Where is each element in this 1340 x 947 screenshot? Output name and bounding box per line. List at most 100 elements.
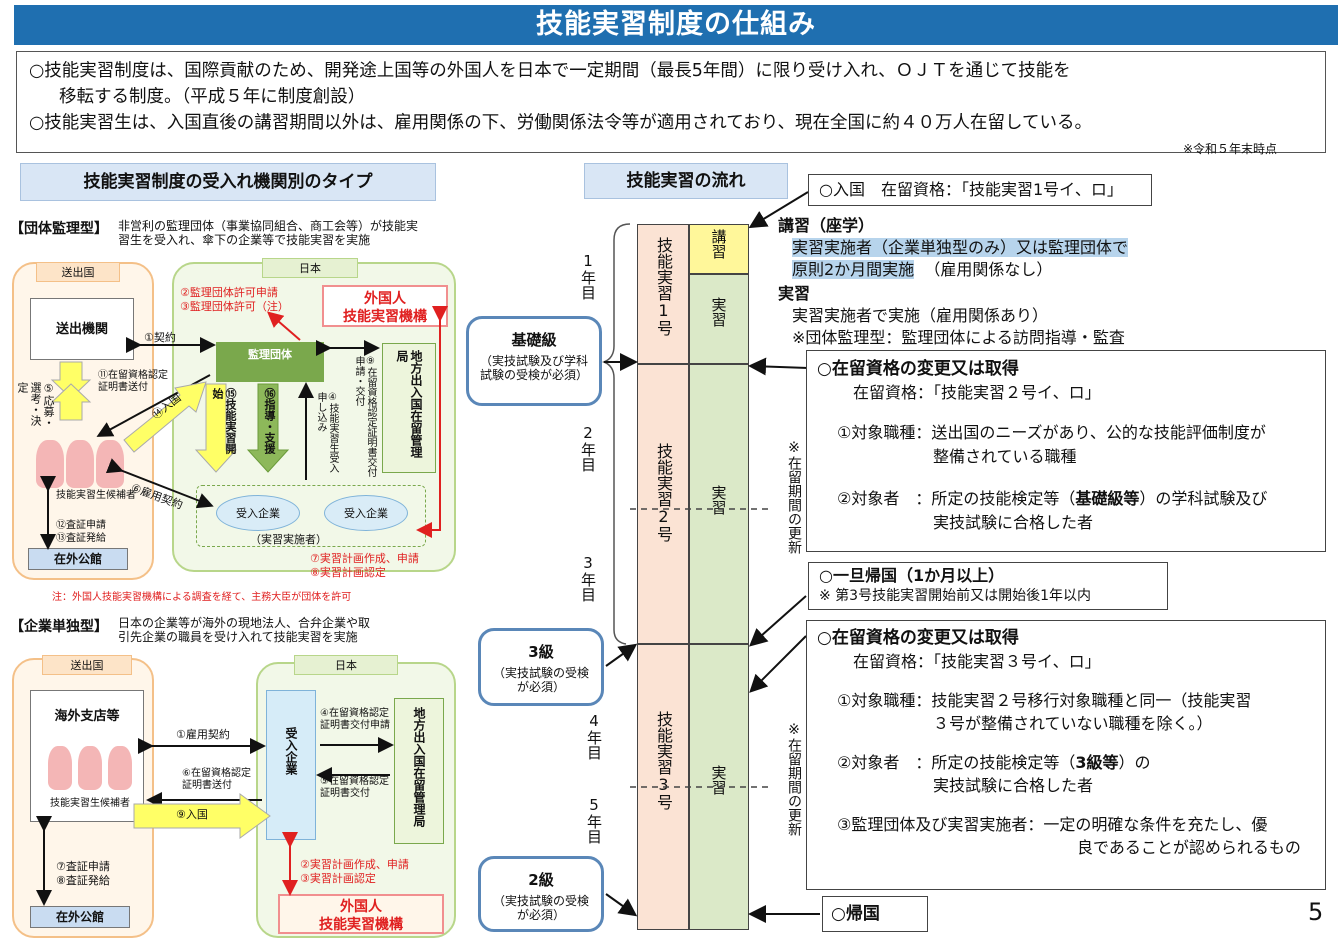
practice-line-1: 実習実施者で実施（雇用関係あり） <box>792 306 1049 325</box>
grade-3-box: 3級 （実技試験の受検が必須） <box>478 628 604 706</box>
dantai-step-2: ②監理団体許可申請 <box>180 286 278 299</box>
kigyou-sending-country-tag: 送出国 <box>42 655 132 675</box>
dantai-step-7: ⑦実習計画作成、申請 <box>310 552 419 565</box>
first-year-details: 講習（座学） 実習実施者（企業単独型のみ）又は監理団体で 原則2か月間実施 （雇… <box>778 215 1318 349</box>
kigyou-otit-line-1: 外国人 <box>340 899 382 915</box>
dantai-desc-1: 非営利の監理団体（事業協同組合、商工会等）が技能実 <box>118 219 419 233</box>
change3-person-1b: 3級等 <box>1075 753 1119 772</box>
kigyou-step-7: ⑦査証申請 <box>56 860 110 873</box>
kigyou-japan-tag: 日本 <box>294 655 398 675</box>
final-return-box: ○帰国 <box>822 896 928 932</box>
stage-3-column: 技能実習3号 <box>637 644 689 930</box>
dantai-sending-country-tag: 送出国 <box>36 262 120 282</box>
implementer-label: （実習実施者） <box>250 533 327 546</box>
return-heading: ○一旦帰国（1か月以上） <box>819 566 1005 585</box>
dantai-embassy: 在外公館 <box>28 548 128 570</box>
immigration-bureau-kigyou: 地方出入国在留管理局 <box>394 698 444 844</box>
change2-job-1: ①対象職種：送出国のニーズがあり、公的な技能評価制度が <box>837 423 1266 442</box>
dantai-step-8: ⑧実習計画認定 <box>310 566 386 579</box>
practice-2-cell: 実習 <box>689 364 749 644</box>
kigyou-otit-line-2: 技能実習機構 <box>319 917 403 933</box>
stage-1-column: 技能実習1号 <box>637 224 689 364</box>
supervising-organization: 監理団体 <box>216 342 324 382</box>
page-title: 技能実習制度の仕組み <box>14 5 1338 45</box>
grade-basic-note: （実技試験及び学科試験の受検が必須） <box>479 354 588 382</box>
dantai-footnote: 注：外国人技能実習機構による調査を経て、主務大臣が団体を許可 <box>52 592 352 603</box>
change-status-2-box: ○在留資格の変更又は取得 在留資格：「技能実習２号イ、ロ」 ①対象職種：送出国の… <box>806 350 1326 552</box>
change2-person-1b: 基礎級等 <box>1075 489 1140 508</box>
dantai-step-11: ⑪在留資格認定証明書送付 <box>98 370 168 393</box>
change2-person-2: 実技試験に合格した者 <box>933 513 1094 532</box>
flow-heading: 技能実習の流れ <box>584 163 788 199</box>
kigyou-step-8: ⑧査証発給 <box>56 874 110 887</box>
practice-2-label: 実習 <box>709 485 728 515</box>
trainee-figure <box>78 746 102 790</box>
kigyou-step-2: ②実習計画作成、申請 <box>300 858 409 871</box>
dantai-step-3: ③監理団体許可（注） <box>180 300 289 313</box>
grade-2-note: （実技試験の受検が必須） <box>492 894 589 922</box>
lecture-line-1: 実習実施者（企業単独型のみ）又は監理団体で <box>792 238 1129 257</box>
kigyou-desc-2: 引先企業の職員を受け入れて技能実習を実施 <box>118 630 358 644</box>
renewal-note-2: ※在留期間の更新 <box>786 722 802 836</box>
page-number: 5 <box>1308 898 1324 926</box>
kigyou-arrows <box>36 737 394 906</box>
kigyou-step-6: ⑥在留資格認定証明書送付 <box>182 768 251 791</box>
year-1: 1年目 <box>579 252 597 300</box>
renewal-note-1: ※在留期間の更新 <box>786 440 802 554</box>
intro-line-1: ○技能実習制度は、国際貢献のため、開発途上国等の外国人を日本で一定期間（最長5年… <box>29 61 1071 81</box>
kigyou-host-company: 受入企業 <box>266 690 316 840</box>
change2-person-1a: ②対象者 ：所定の技能検定等（ <box>837 489 1076 508</box>
trainee-figure <box>108 746 132 790</box>
change-status-3-box: ○在留資格の変更又は取得 在留資格：「技能実習３号イ、ロ」 ①対象職種：技能実習… <box>806 620 1326 890</box>
dantai-step-15: ⑮技能実習開始 <box>211 388 237 454</box>
change2-job-2: 整備されている職種 <box>933 447 1077 466</box>
kigyou-step-3: ③実習計画認定 <box>300 872 376 885</box>
change2-status: 在留資格：「技能実習２号イ、ロ」 <box>853 383 1101 402</box>
lecture-heading: 講習（座学） <box>778 216 875 235</box>
kigyou-immigration-label: 地方出入国在留管理局 <box>412 707 426 827</box>
temporary-return-box: ○一旦帰国（1か月以上） ※ 第3号技能実習開始前又は開始後1年以内 <box>808 562 1168 610</box>
grade-2-box: 2級 （実技試験の受検が必須） <box>478 856 604 932</box>
trainee-figure <box>66 440 94 488</box>
overseas-branch-label: 海外支店等 <box>54 709 120 724</box>
change3-job-2: ３号が整備されていない職種を除く。） <box>933 714 1213 733</box>
dantai-arrows <box>40 306 448 550</box>
kigyou-step-1: ①雇用契約 <box>176 728 230 741</box>
lecture-line-2b: （雇用関係なし） <box>924 260 1053 279</box>
year-5: 5年目 <box>585 796 603 844</box>
change3-person-1c: ）の <box>1118 753 1151 772</box>
supervising-org-label: 監理団体 <box>248 348 292 361</box>
change3-heading: ○在留資格の変更又は取得 <box>817 628 1019 648</box>
practice-line-2: ※団体監理型：監理団体による訪問指導・監査 <box>792 328 1125 347</box>
change3-status: 在留資格：「技能実習３号イ、ロ」 <box>853 652 1101 671</box>
kigyou-host-company-label: 受入企業 <box>284 727 298 775</box>
lecture-label: 講習 <box>709 229 728 259</box>
dantai-description: 非営利の監理団体（事業協同組合、商工会等）が技能実 習生を受入れ、傘下の企業等で… <box>118 219 458 247</box>
grade-3-label: 3級 <box>528 643 554 661</box>
otit-line-1: 外国人 <box>364 291 406 307</box>
stage-2-column: 技能実習2号 <box>637 364 689 644</box>
intro-line-2: 移転する制度。（平成５年に制度創設） <box>59 87 366 107</box>
dantai-desc-2: 習生を受入れ、傘下の企業等で技能実習を実施 <box>118 233 371 247</box>
host-company-b: 受入企業 <box>324 495 408 531</box>
dantai-japan-tag: 日本 <box>262 258 358 278</box>
kigyou-step-4: ④在留資格認定証明書交付申請 <box>320 708 390 731</box>
dantai-step-5: ⑤応募・選考・決定 <box>16 382 55 428</box>
dantai-step-12: ⑫査証申請 <box>56 520 106 531</box>
dantai-step-9: ⑨在留資格認定証明書交付申請・交付 <box>353 356 376 477</box>
kigyou-step-5: ⑤在留資格認定証明書交付 <box>320 776 389 799</box>
kigyou-step-9: ⑨入国 <box>176 808 208 821</box>
kigyou-label: 【企業単独型】 <box>10 619 108 635</box>
change3-person-2: 実技試験に合格した者 <box>933 776 1094 795</box>
practice-1-cell: 実習 <box>689 274 749 364</box>
kigyou-embassy: 在外公館 <box>30 906 130 928</box>
lecture-line-2: 原則2か月間実施 <box>792 260 915 279</box>
dantai-label: 【団体監理型】 <box>10 221 108 237</box>
dantai-step-1: ①契約 <box>144 331 176 344</box>
year-2: 2年目 <box>579 424 597 472</box>
return-note: ※ 第3号技能実習開始前又は開始後1年以内 <box>819 588 1091 604</box>
intro-box: ○技能実習制度は、国際貢献のため、開発途上国等の外国人を日本で一定期間（最長5年… <box>16 51 1326 156</box>
dantai-step-13: ⑬査証発給 <box>56 533 106 544</box>
practice-heading: 実習 <box>778 284 811 303</box>
